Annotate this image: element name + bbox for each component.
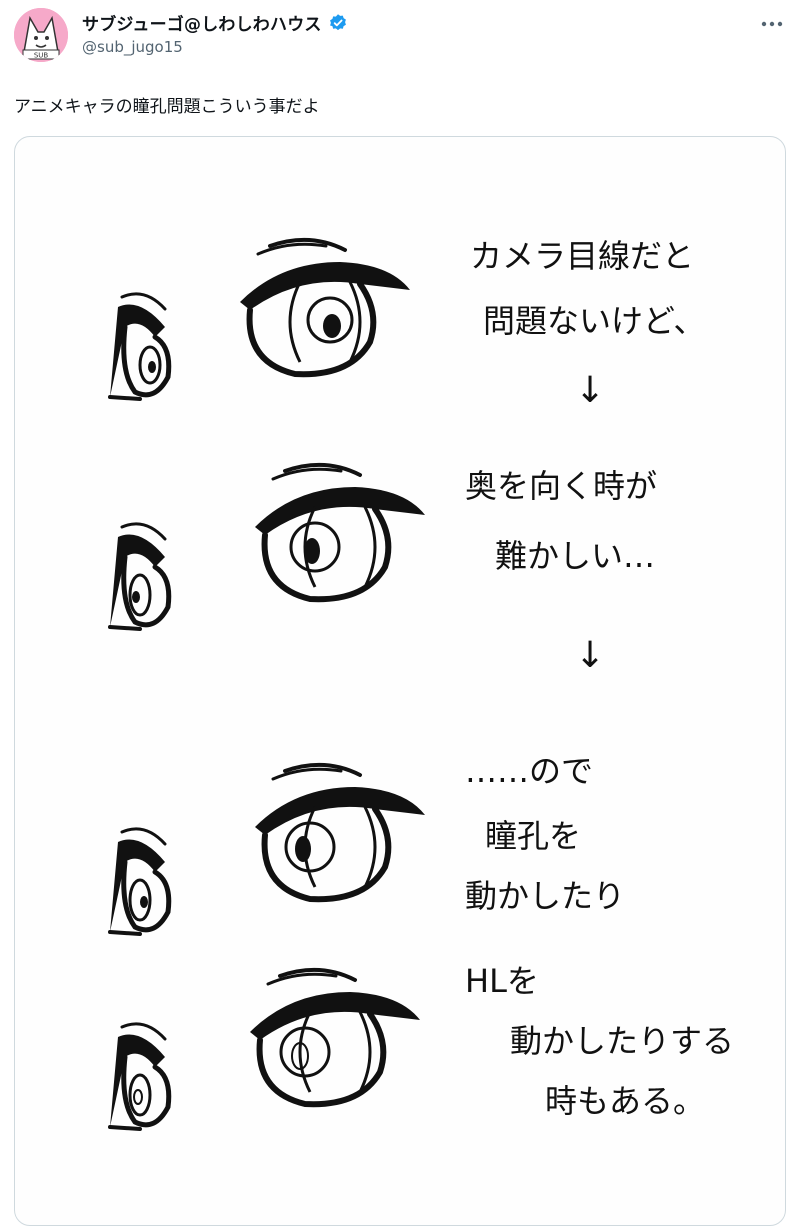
eye-large-1 (240, 240, 410, 374)
handwriting-line-6: 瞳孔を (485, 817, 581, 855)
verified-badge-icon (328, 13, 348, 33)
more-options-button[interactable] (758, 12, 786, 36)
avatar-text: SUB (34, 52, 49, 60)
tweet-text: アニメキャラの瞳孔問題こういう事だよ (14, 97, 320, 117)
handwriting-line-2: 問題ないけど、 (483, 302, 705, 340)
eye-large-2 (255, 465, 425, 599)
handwriting-line-1: カメラ目線だと (470, 237, 694, 275)
eye-small-3 (110, 829, 169, 934)
eye-small-2 (110, 524, 169, 629)
author-name-row: サブジューゴ@しわしわハウス (82, 10, 348, 35)
handwriting-line-8: HLを (465, 962, 539, 1000)
author-handle[interactable]: @sub_jugo15 (82, 38, 183, 56)
display-name[interactable]: サブジューゴ@しわしわハウス (82, 15, 322, 35)
more-dots-icon (761, 21, 783, 27)
handwriting-line-3: 奥を向く時が (465, 467, 657, 505)
handwriting-line-5: ……ので (465, 752, 593, 790)
eye-small-1 (110, 294, 169, 399)
arrow-down-2: ↓ (575, 635, 605, 676)
handwriting-line-4: 難かしい… (495, 537, 655, 575)
handwriting-line-9: 動かしたりする (510, 1022, 734, 1060)
eye-large-4 (250, 970, 420, 1104)
eye-drawing-illustration: カメラ目線だと 問題ないけど、 ↓ 奥を向く時が 難かしい… ↓ ……ので 瞳孔… (15, 137, 734, 1225)
avatar-image: SUB (14, 8, 68, 62)
handwriting-line-7: 動かしたり (465, 877, 625, 915)
eye-small-4 (110, 1024, 169, 1129)
handwriting-line-10: 時もある。 (545, 1082, 705, 1120)
eye-large-3 (255, 765, 425, 899)
tweet-media-image[interactable]: カメラ目線だと 問題ないけど、 ↓ 奥を向く時が 難かしい… ↓ ……ので 瞳孔… (14, 136, 786, 1226)
avatar[interactable]: SUB (14, 8, 68, 62)
arrow-down-1: ↓ (575, 370, 605, 411)
